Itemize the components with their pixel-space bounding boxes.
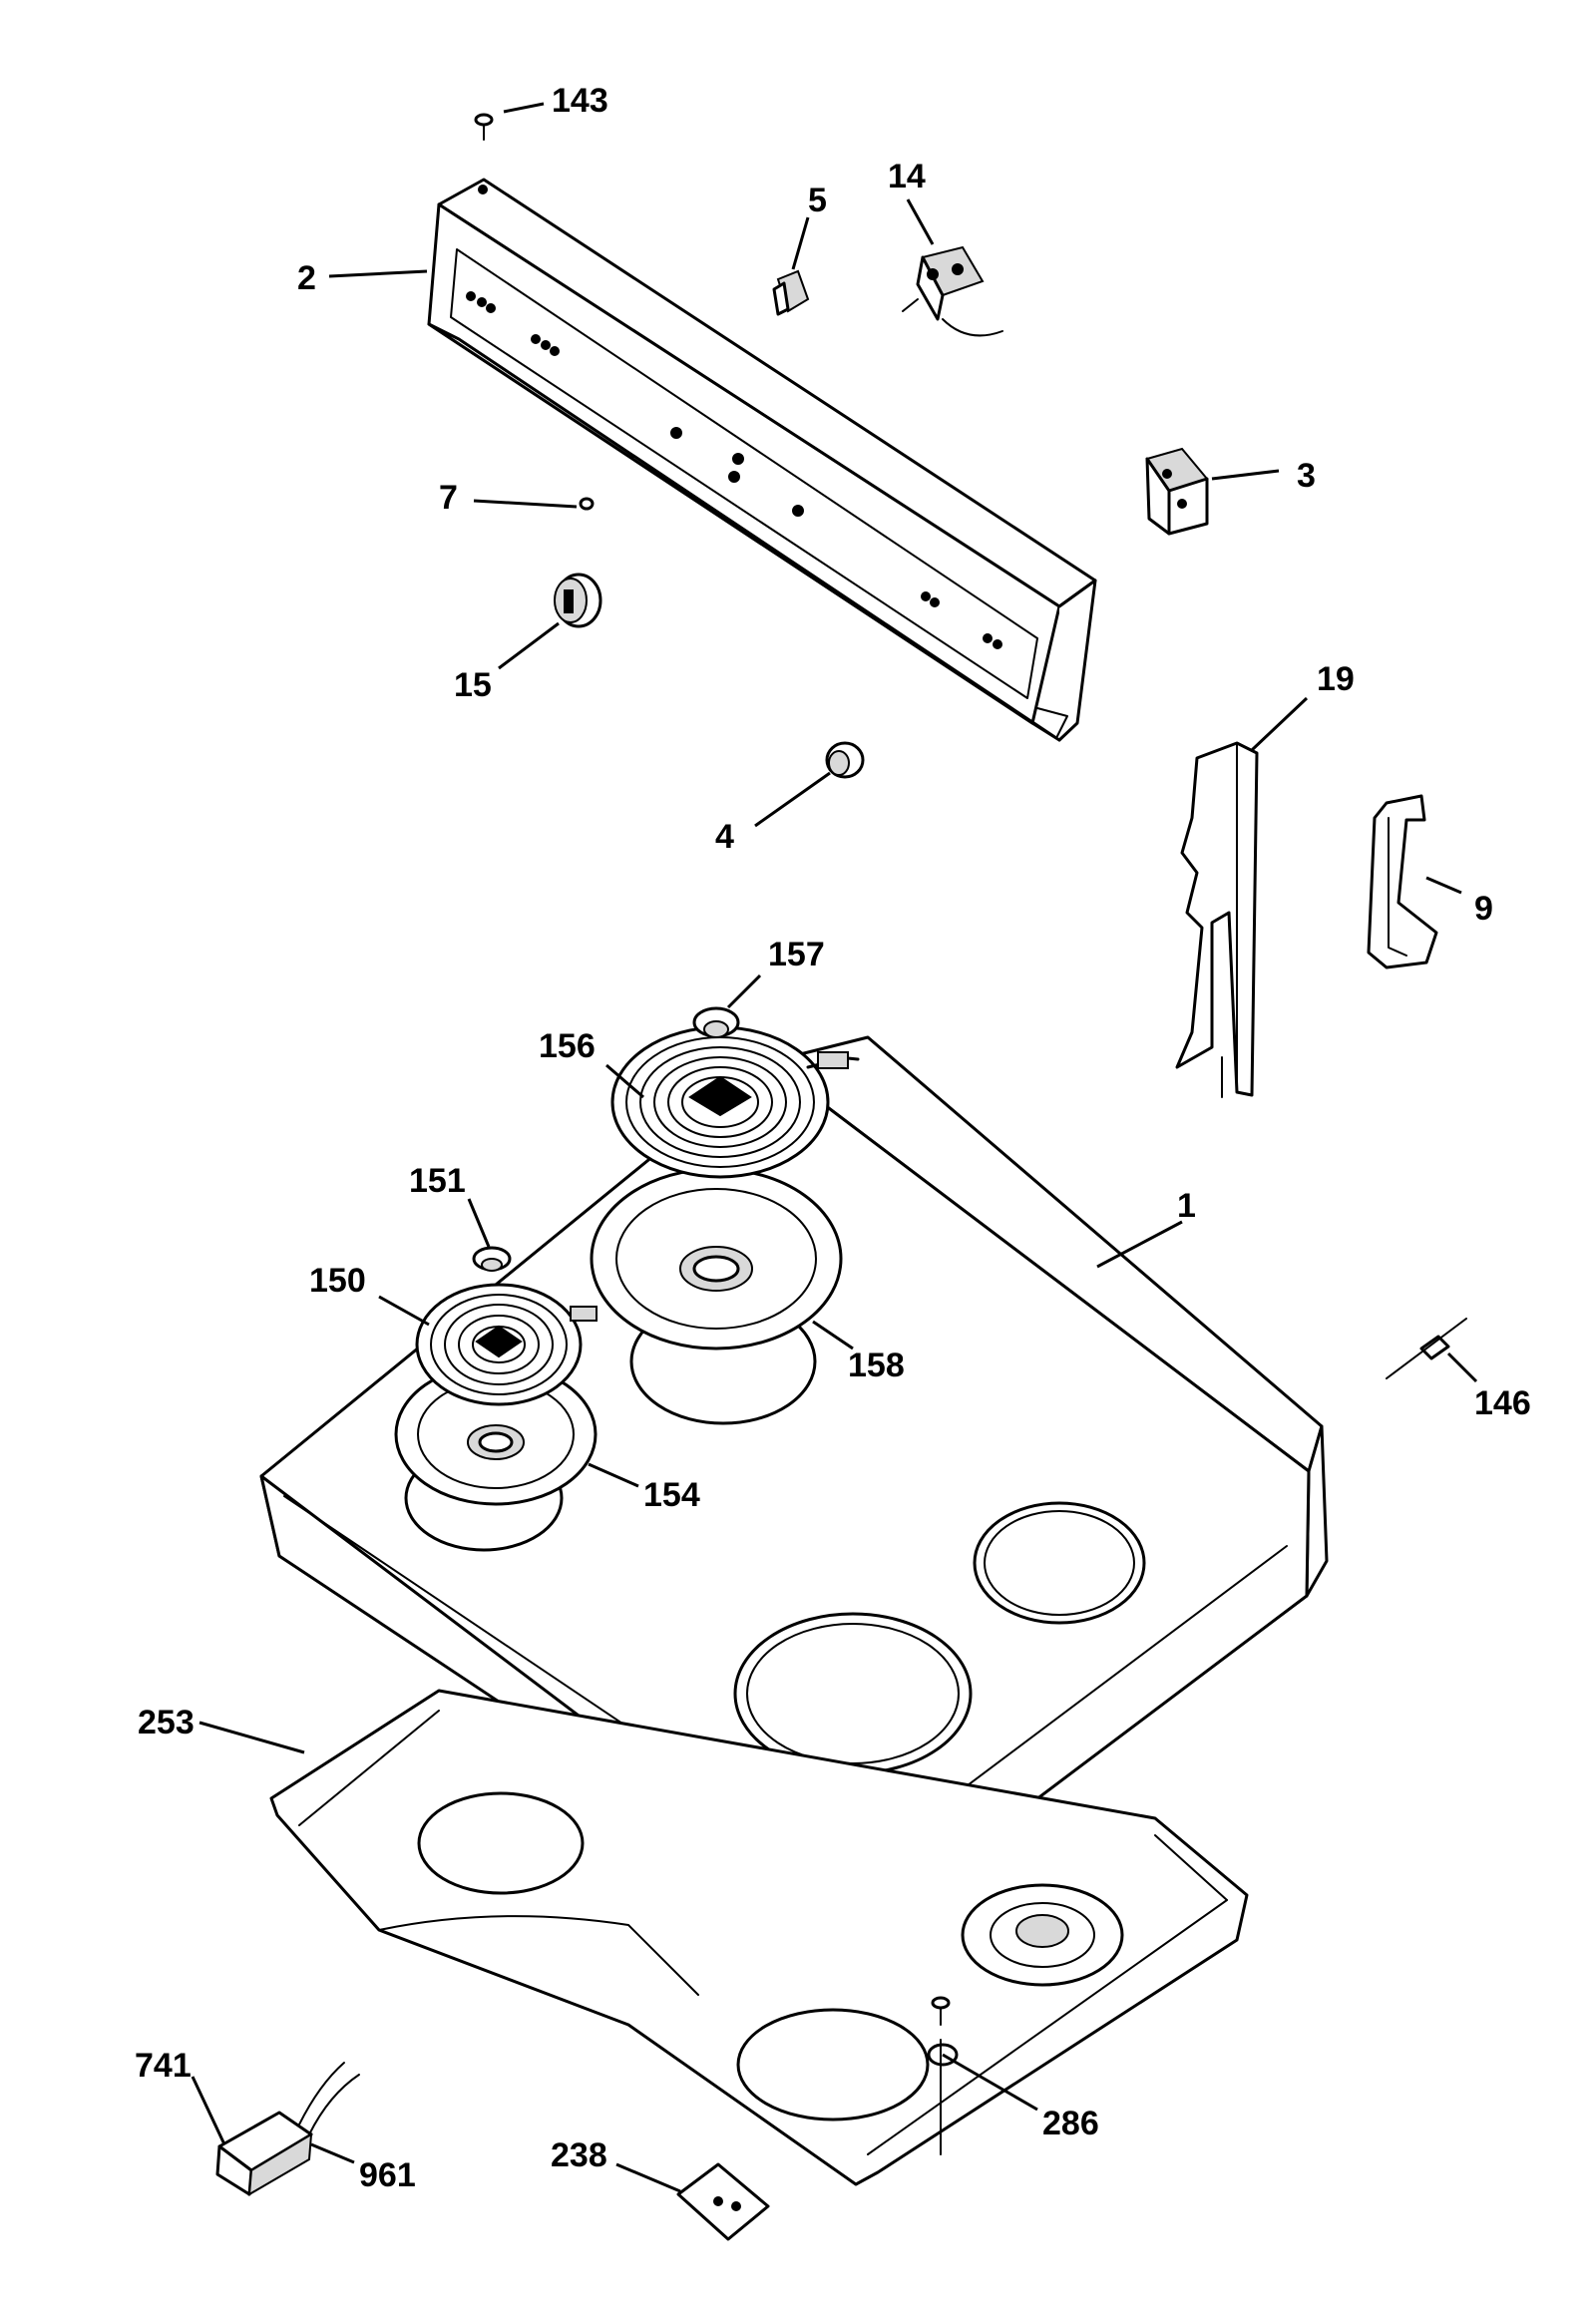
callout-961: 961 (359, 2156, 416, 2194)
knob-part-4 (825, 741, 865, 779)
callout-1: 1 (1177, 1187, 1196, 1225)
callout-151: 151 (409, 1162, 466, 1200)
burner-box-part-253 (269, 1689, 1249, 2186)
callout-5: 5 (808, 182, 827, 219)
screw-part-146 (1386, 1318, 1467, 1379)
callout-253: 253 (138, 1704, 195, 1741)
callout-146: 146 (1474, 1384, 1531, 1422)
receptacle-part-151 (472, 1246, 512, 1272)
callout-7: 7 (439, 479, 458, 517)
terminal-plate-part-238 (676, 2162, 770, 2241)
callout-9: 9 (1474, 890, 1493, 928)
callout-156: 156 (539, 1027, 596, 1065)
callout-19: 19 (1317, 660, 1355, 698)
surface-unit-part-150 (415, 1283, 598, 1406)
switch-part-3 (1145, 447, 1209, 536)
callout-158: 158 (848, 1347, 905, 1384)
callout-14: 14 (888, 158, 926, 195)
callout-labels: 143 2 5 14 3 7 15 4 19 9 157 156 151 150… (135, 82, 1531, 2194)
switch-part-5 (772, 269, 810, 316)
screw-part-143 (474, 113, 494, 141)
callout-150: 150 (309, 1262, 366, 1300)
bracket-part-9 (1367, 794, 1438, 969)
control-panel-backsplash (427, 178, 1097, 742)
infinite-switch-part-14 (902, 245, 1003, 337)
callout-3: 3 (1297, 457, 1316, 495)
clip-part-7 (579, 497, 595, 511)
callout-4: 4 (715, 818, 734, 856)
callout-143: 143 (552, 82, 608, 120)
callout-286: 286 (1042, 2105, 1099, 2142)
callout-741: 741 (135, 2047, 192, 2085)
bracket-part-19 (1175, 741, 1259, 1098)
leader-lines (191, 102, 1478, 2193)
knob-part-15 (554, 573, 602, 628)
callout-2: 2 (297, 259, 316, 297)
drip-pan-part-154 (394, 1362, 598, 1506)
callout-15: 15 (454, 666, 492, 704)
callout-238: 238 (551, 2136, 607, 2174)
surface-unit-part-156 (610, 1025, 860, 1179)
terminal-block-part-741-961 (215, 2062, 360, 2196)
callout-154: 154 (643, 1476, 700, 1514)
receptacle-part-157 (692, 1006, 740, 1038)
callout-157: 157 (768, 936, 825, 973)
drip-pan-part-158 (590, 1167, 843, 1351)
